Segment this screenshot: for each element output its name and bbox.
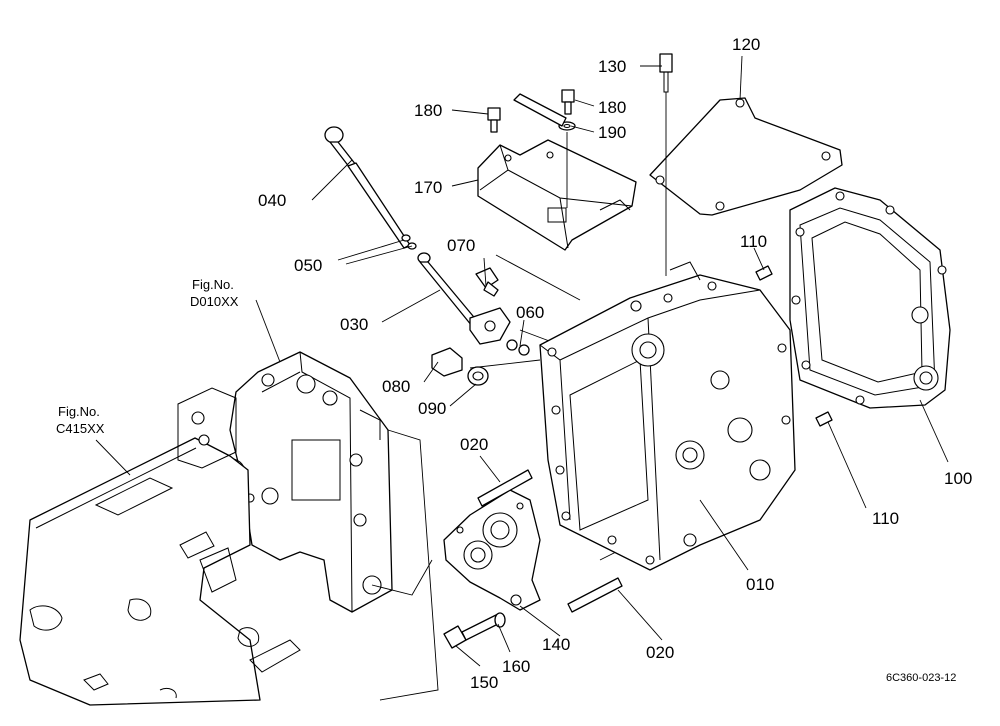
rear-cover-100	[789, 187, 951, 409]
main-case-010	[539, 261, 796, 571]
callout-020-bottom: 020	[646, 643, 674, 662]
callout-150: 150	[470, 673, 498, 692]
callout-120: 120	[732, 35, 760, 54]
drawing-code: 6C360-023-12	[886, 672, 956, 684]
dipstick-040	[324, 126, 411, 249]
studs-020	[477, 469, 623, 613]
bolt-130	[659, 53, 673, 276]
figure-references: Fig.No. D010XX Fig.No. C415XX	[56, 277, 239, 436]
callout-020-top: 020	[460, 435, 488, 454]
callout-030: 030	[340, 315, 368, 334]
flange-cover-140	[443, 489, 541, 611]
callout-050: 050	[294, 256, 322, 275]
callout-labels: 130 120 180 180 190 170 040 050 070 030 …	[258, 35, 972, 692]
callout-160: 160	[502, 657, 530, 676]
guide-tube-030	[417, 252, 511, 345]
callout-170: 170	[414, 178, 442, 197]
adjacent-housing-d010	[199, 351, 393, 613]
callout-040: 040	[258, 191, 286, 210]
bolt-150-washer-160	[443, 612, 506, 649]
callout-190: 190	[598, 123, 626, 142]
callout-110-top: 110	[740, 232, 767, 251]
callout-060: 060	[516, 303, 544, 322]
callout-180-left: 180	[414, 101, 442, 120]
fig-ref-c415-label: Fig.No.	[58, 404, 100, 419]
callout-140: 140	[542, 635, 570, 654]
callout-070: 070	[447, 236, 475, 255]
plug-080-washer-090	[431, 347, 489, 386]
cover-plate-120	[649, 97, 843, 216]
callout-090: 090	[418, 399, 446, 418]
callout-leaders	[95, 55, 949, 667]
callout-130: 130	[598, 57, 626, 76]
o-rings-060	[506, 339, 530, 356]
dowel-pins-110	[755, 265, 833, 427]
o-rings-050	[401, 234, 417, 250]
callout-080: 080	[382, 377, 410, 396]
callout-110-bottom: 110	[872, 509, 899, 528]
fig-ref-d010-number: D010XX	[190, 294, 239, 309]
transmission-case-c415	[19, 387, 301, 706]
fig-ref-c415-number: C415XX	[56, 421, 105, 436]
guide-lines	[371, 254, 661, 701]
fig-ref-d010-label: Fig.No.	[192, 277, 234, 292]
plug-070	[475, 267, 499, 297]
bracket-170	[477, 139, 637, 251]
callout-010: 010	[746, 575, 774, 594]
callout-100: 100	[944, 469, 972, 488]
callout-180-right: 180	[598, 98, 626, 117]
